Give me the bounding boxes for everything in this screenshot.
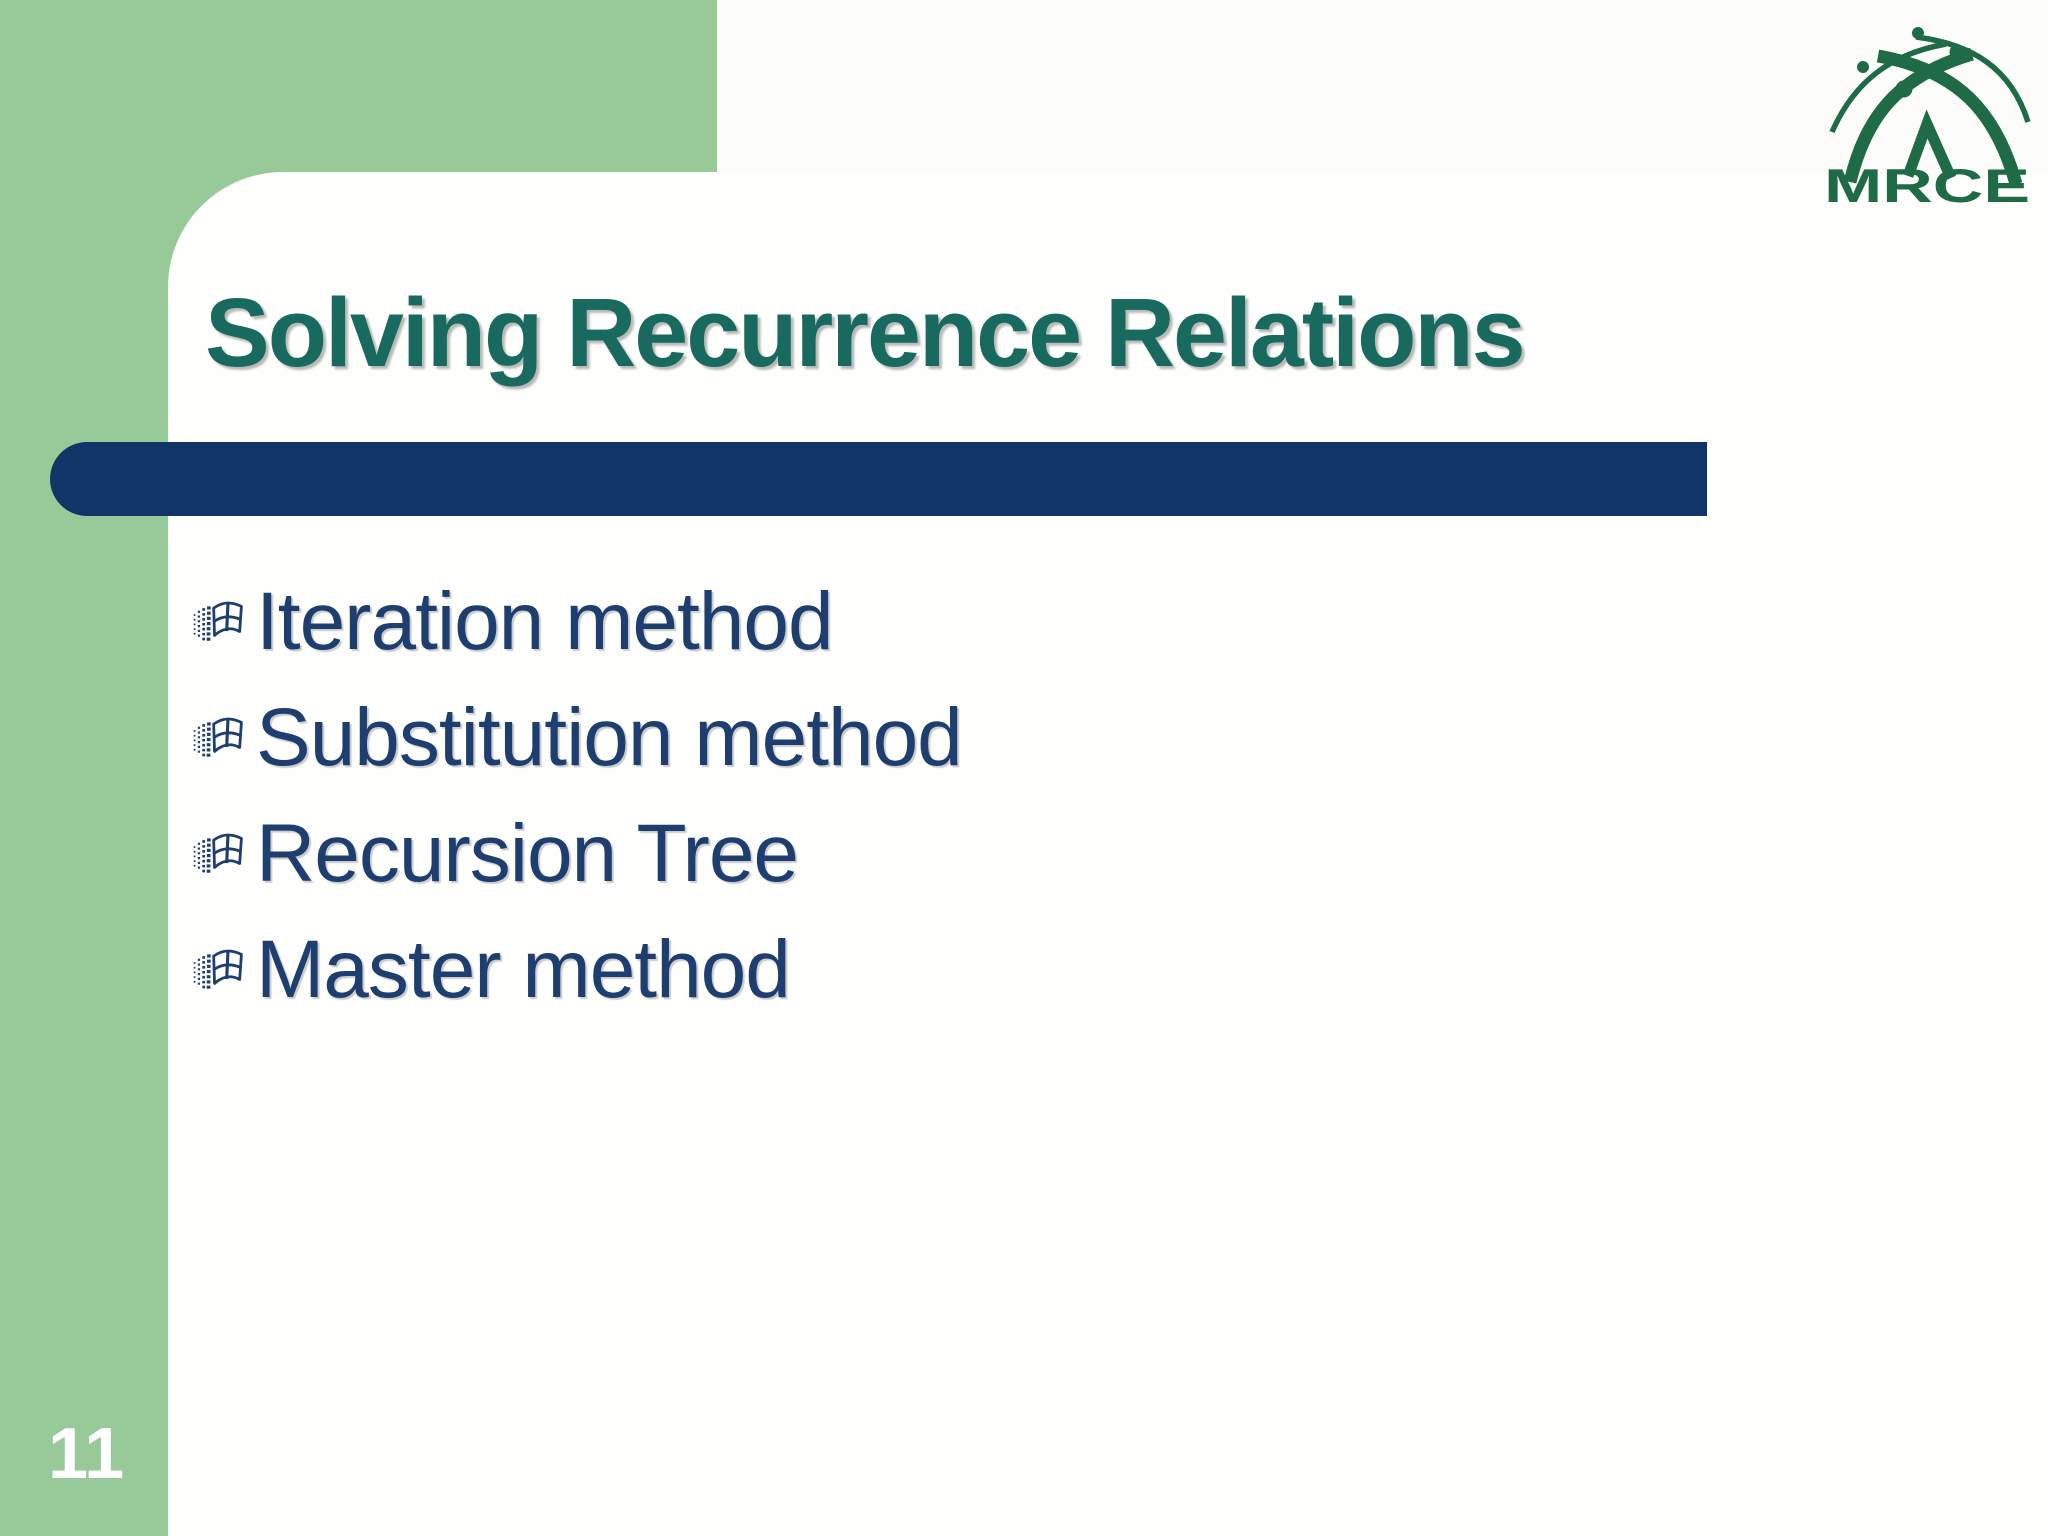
windows-flag-icon [192, 831, 244, 877]
bullet-list: Iteration method Substitution method Rec… [192, 564, 963, 1028]
windows-flag-icon [192, 715, 244, 761]
bullet-label: Recursion Tree [256, 808, 799, 899]
list-item: Recursion Tree [192, 796, 962, 912]
bullet-label: Substitution method [256, 692, 963, 783]
list-item: Substitution method [192, 680, 963, 796]
page-title: Solving Recurrence Relations [205, 278, 1526, 387]
green-sidebar-strip [0, 0, 168, 1536]
page-number: 11 [48, 1414, 125, 1494]
mrce-logo-icon: MRCE [1824, 27, 2031, 208]
windows-flag-icon [192, 947, 244, 993]
content-card [168, 172, 2048, 1536]
list-item: Iteration method [192, 564, 962, 680]
list-item: Master method [192, 912, 962, 1028]
logo-figure-heads [1857, 27, 1965, 98]
logo-text: MRCE [1824, 159, 2030, 208]
title-underline-bar [50, 442, 1707, 516]
windows-flag-icon [192, 599, 244, 645]
bullet-label: Master method [256, 924, 791, 1015]
logo-figure-arcs [1829, 34, 2031, 186]
bullet-label: Iteration method [256, 576, 834, 667]
